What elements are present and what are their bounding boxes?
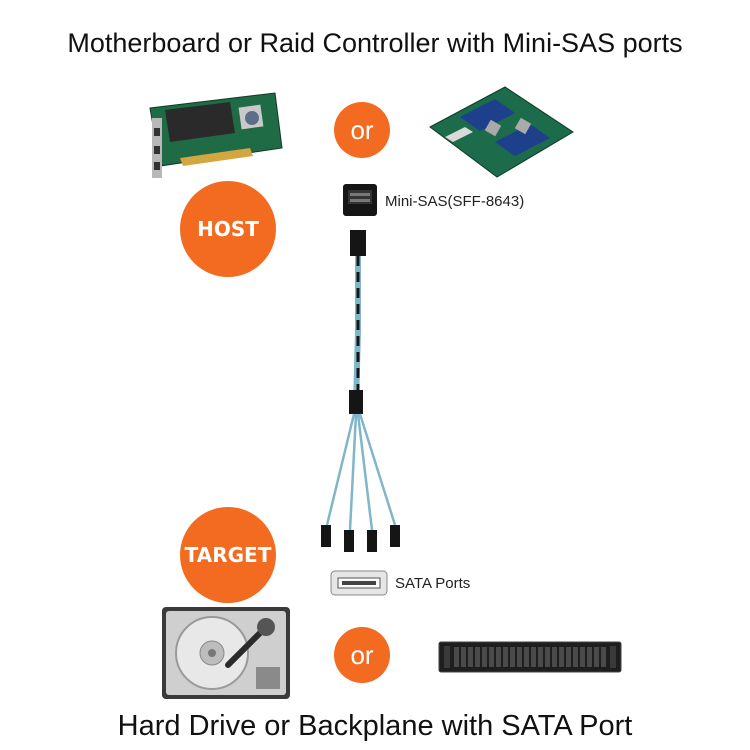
backplane-enclosure-icon [438, 641, 622, 673]
breakout-cable-icon [321, 230, 400, 552]
or-badge-bottom: or [334, 627, 390, 683]
server-motherboard-icon [429, 86, 574, 178]
host-badge: HOST [180, 181, 276, 277]
top-title: Motherboard or Raid Controller with Mini… [67, 28, 683, 58]
mini-sas-label: Mini-SAS(SFF-8643) [385, 193, 525, 210]
sata-port-icon [330, 570, 388, 596]
target-badge: TARGET [180, 507, 276, 603]
mini-sas-connector-icon [343, 184, 377, 216]
bottom-title: Hard Drive or Backplane with SATA Port [117, 710, 633, 742]
hard-drive-icon [162, 607, 290, 699]
sata-ports-label: SATA Ports [395, 575, 471, 592]
raid-controller-card-icon [149, 92, 283, 178]
or-badge-top: or [334, 102, 390, 158]
